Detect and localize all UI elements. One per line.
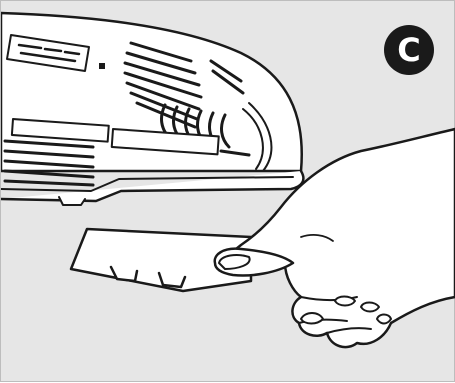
- step-letter: C: [397, 34, 420, 66]
- step-badge: C: [384, 25, 434, 75]
